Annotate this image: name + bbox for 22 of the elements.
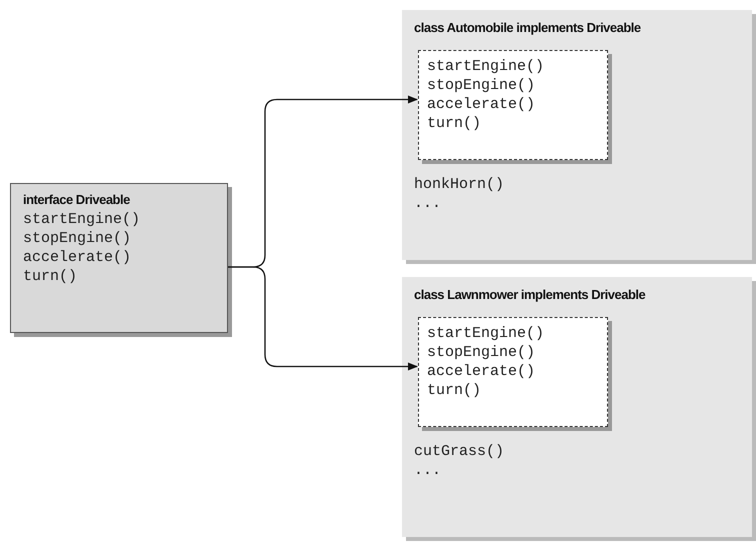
method-name: accelerate() [427, 95, 536, 114]
method-name: accelerate() [23, 248, 132, 267]
arrow [228, 266, 418, 370]
method-name: startEngine() [23, 210, 140, 229]
class-panel [402, 10, 752, 260]
class-panel [402, 277, 752, 537]
heading: class Lawnmower implements Driveable [414, 287, 646, 302]
method-name: startEngine() [427, 57, 544, 76]
method-name: startEngine() [427, 324, 544, 343]
method-name: stopEngine() [427, 76, 536, 95]
method-name: ... [414, 194, 442, 213]
method-name: ... [414, 461, 442, 480]
method-name: turn() [23, 267, 78, 286]
method-name: honkHorn() [414, 175, 504, 194]
method-name: cutGrass() [414, 442, 504, 461]
method-name: turn() [427, 381, 482, 400]
method-name: stopEngine() [427, 343, 536, 362]
method-name: turn() [427, 114, 482, 133]
heading: class Automobile implements Driveable [414, 20, 642, 35]
method-name: accelerate() [427, 362, 536, 381]
heading: interface Driveable [23, 192, 130, 207]
method-name: stopEngine() [23, 229, 132, 248]
